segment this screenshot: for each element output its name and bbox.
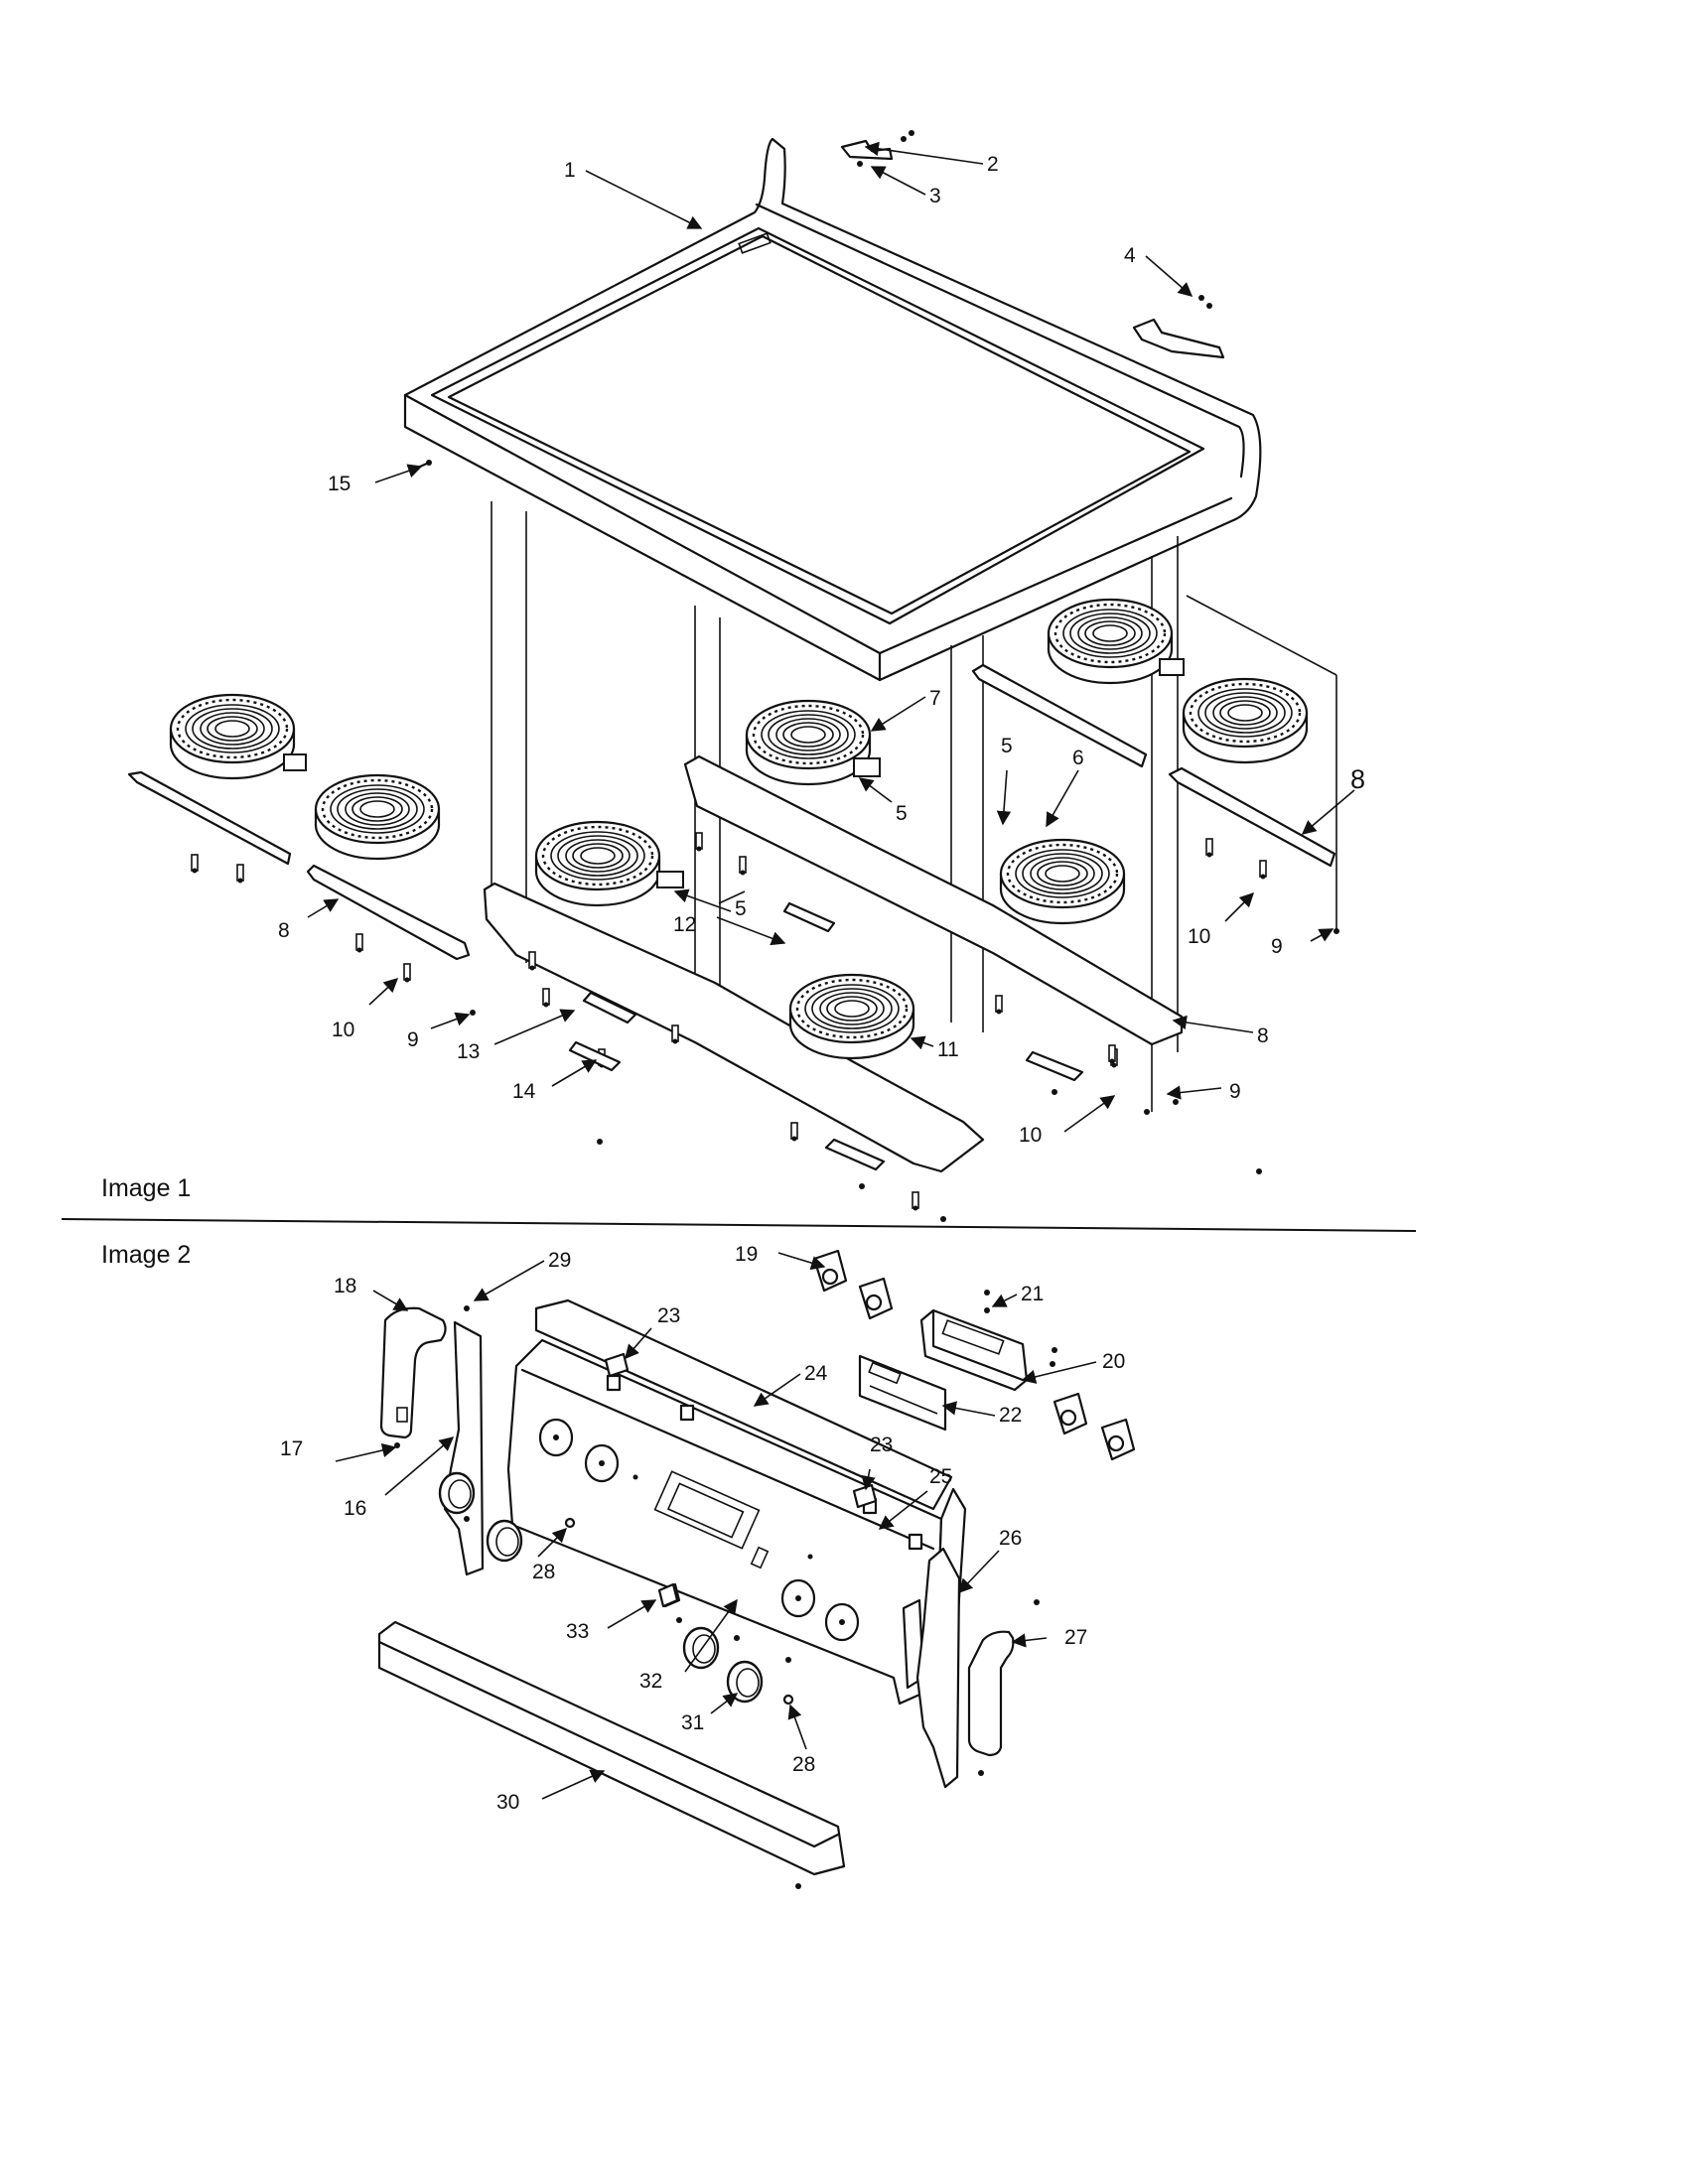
callout-31: 31 bbox=[681, 1711, 704, 1734]
callout-26: 26 bbox=[999, 1527, 1022, 1550]
clips-28 bbox=[564, 1517, 794, 1706]
right-side-panel bbox=[915, 1547, 961, 1789]
left-end-cap bbox=[379, 1306, 447, 1439]
callout-28b: 28 bbox=[792, 1753, 815, 1776]
callout-leaders-image-2 bbox=[335, 1252, 1097, 1800]
screw-29 bbox=[464, 1305, 470, 1311]
callout-23a: 23 bbox=[657, 1304, 680, 1327]
main-top bbox=[403, 137, 1262, 682]
right-end-cap bbox=[967, 1599, 1040, 1776]
callout-labels-image-2: 18 29 19 21 20 22 23 24 23 25 26 27 17 1… bbox=[280, 1243, 1125, 1814]
bracket-hardware bbox=[1132, 295, 1225, 359]
callout-labels-image-1: 1 2 3 4 15 7 5 5 6 8 8 10 9 5 12 11 13 1… bbox=[278, 153, 1365, 1147]
callout-6: 6 bbox=[1072, 747, 1084, 769]
callout-13: 13 bbox=[457, 1040, 480, 1063]
callout-29: 29 bbox=[548, 1249, 571, 1272]
callout-5c: 5 bbox=[735, 897, 747, 920]
callout-33: 33 bbox=[566, 1620, 589, 1643]
section-label-image-1: Image 1 bbox=[101, 1174, 191, 1202]
callout-16: 16 bbox=[344, 1497, 366, 1520]
callout-8a: 8 bbox=[278, 919, 290, 942]
center-burner-assembly bbox=[483, 820, 985, 1222]
callout-25: 25 bbox=[929, 1465, 952, 1488]
callout-4: 4 bbox=[1124, 244, 1136, 267]
infinite-switches bbox=[812, 1249, 1136, 1461]
section-divider bbox=[61, 1218, 1417, 1232]
callout-23b: 23 bbox=[870, 1433, 893, 1456]
callout-32: 32 bbox=[639, 1670, 662, 1693]
callout-9a: 9 bbox=[407, 1028, 419, 1051]
electronic-control bbox=[919, 1308, 1029, 1392]
callout-9b: 9 bbox=[1229, 1080, 1241, 1103]
left-side-panel bbox=[443, 1320, 485, 1576]
callout-8b: 8 bbox=[1257, 1024, 1269, 1047]
callout-21: 21 bbox=[1021, 1283, 1044, 1305]
callout-2: 2 bbox=[987, 153, 999, 176]
callout-19: 19 bbox=[735, 1243, 758, 1266]
callout-17: 17 bbox=[280, 1437, 303, 1460]
right-burner-assembly bbox=[683, 699, 1184, 1115]
callout-12: 12 bbox=[673, 913, 696, 936]
left-burner-assembly bbox=[127, 693, 476, 1016]
callout-9c: 9 bbox=[1271, 935, 1283, 958]
callout-5a: 5 bbox=[1001, 735, 1013, 757]
section-label-image-2: Image 2 bbox=[101, 1241, 191, 1269]
callout-5b: 5 bbox=[896, 802, 908, 825]
callout-28a: 28 bbox=[532, 1561, 555, 1583]
callout-30: 30 bbox=[496, 1791, 519, 1814]
callout-10a: 10 bbox=[332, 1019, 354, 1041]
callout-11: 11 bbox=[937, 1038, 959, 1061]
control-panel-section bbox=[377, 1249, 1136, 1889]
callout-15: 15 bbox=[328, 473, 351, 495]
bracket-33 bbox=[657, 1582, 679, 1608]
loose-hardware bbox=[568, 1040, 1262, 1174]
control-overlay bbox=[858, 1354, 947, 1432]
callout-leaders-image-1 bbox=[307, 141, 1355, 1133]
callout-24: 24 bbox=[804, 1362, 828, 1385]
callout-7: 7 bbox=[929, 687, 941, 710]
callout-14: 14 bbox=[512, 1080, 536, 1103]
callout-10c: 10 bbox=[1188, 925, 1210, 948]
callout-22: 22 bbox=[999, 1404, 1022, 1427]
callout-10b: 10 bbox=[1019, 1124, 1042, 1147]
cooktop-section bbox=[127, 130, 1339, 1222]
callout-18: 18 bbox=[334, 1275, 356, 1297]
callout-8c: 8 bbox=[1350, 764, 1365, 794]
callout-20: 20 bbox=[1102, 1350, 1125, 1373]
rear-right-burner-assembly bbox=[971, 598, 1339, 934]
bottom-trim bbox=[377, 1620, 846, 1889]
callout-27: 27 bbox=[1064, 1626, 1087, 1649]
control-panel-body bbox=[506, 1298, 967, 1706]
screw-21 bbox=[984, 1290, 990, 1296]
alignment-lines bbox=[491, 501, 1337, 1112]
callout-1: 1 bbox=[564, 159, 576, 182]
callout-3: 3 bbox=[929, 185, 941, 207]
